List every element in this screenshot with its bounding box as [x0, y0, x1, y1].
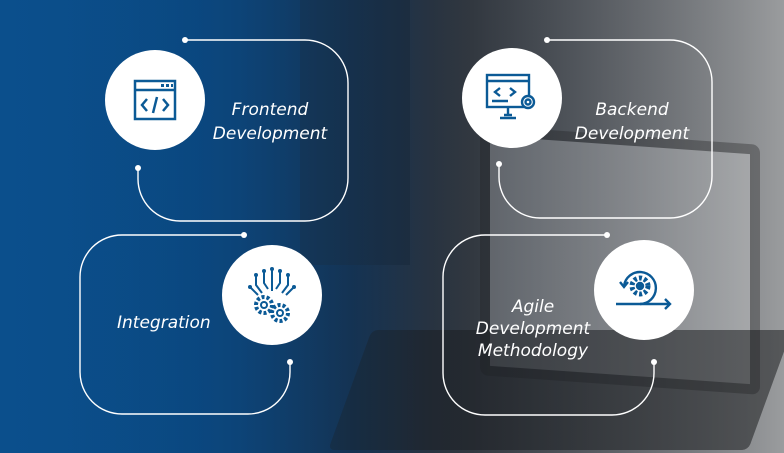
- frame-dot: [241, 232, 247, 238]
- backend-icon-circle: [462, 48, 562, 148]
- frontend-label: Frontend Development: [208, 98, 332, 146]
- backend-frame: [498, 39, 713, 219]
- integration-frame: [79, 234, 291, 415]
- code-window-icon: [133, 79, 177, 121]
- agile-frame: [442, 234, 655, 416]
- frontend-icon-circle: [105, 50, 205, 150]
- circuit-gears-icon: [248, 267, 296, 323]
- monitor-code-gear-icon: [485, 73, 536, 120]
- label-line: Development: [574, 124, 690, 144]
- label-line: Agile: [511, 297, 555, 317]
- frame-dot: [651, 359, 657, 365]
- frame-dot: [604, 232, 610, 238]
- frame-dot: [496, 161, 502, 167]
- integration-label: Integration: [117, 311, 211, 335]
- frame-dot: [287, 359, 293, 365]
- agile-icon-circle: [594, 240, 694, 340]
- label-line: Backend: [595, 100, 669, 120]
- agile-label: Agile Development Methodology: [472, 296, 594, 362]
- label-line: Development: [475, 319, 591, 339]
- agile-cycle-gear-icon: [616, 270, 672, 310]
- label-line: Methodology: [477, 341, 589, 361]
- backend-label: Backend Development: [570, 98, 694, 146]
- frame-dot: [135, 165, 141, 171]
- label-line: Frontend: [231, 100, 309, 120]
- frontend-frame: [137, 39, 349, 222]
- integration-icon-circle: [222, 245, 322, 345]
- frame-dot: [182, 37, 188, 43]
- label-line: Development: [212, 124, 328, 144]
- label-line: Integration: [117, 313, 211, 333]
- frame-dot: [544, 37, 550, 43]
